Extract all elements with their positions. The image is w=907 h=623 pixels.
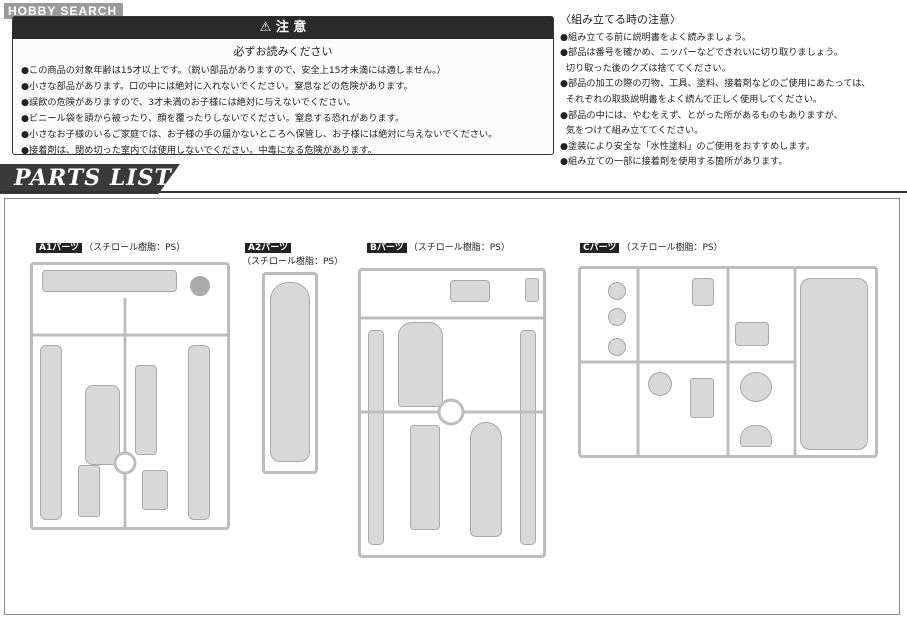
warning-title: ⚠ 注 意 xyxy=(13,17,553,39)
warning-subtitle: 必ずお読みください xyxy=(233,45,333,58)
warning-item: ●接着剤は、閉め切った室内では使用しないでください。中毒になる危険があります。 xyxy=(21,145,377,156)
note-item: それぞれの取扱説明書をよく読んで正しく使用してください。 xyxy=(565,93,823,105)
note-item: ●部品は番号を確かめ、ニッパーなどできれいに切り取りましょう。 xyxy=(560,47,843,59)
note-item: ●組み立てる前に説明書をよく読みましょう。 xyxy=(560,31,752,43)
warning-item: ●小さなお子様のいるご家庭では、お子様の手の届かないところへ保管し、お子様には絶… xyxy=(21,129,498,140)
sprue-a1-part xyxy=(188,345,210,520)
sprue-b-part xyxy=(398,322,443,407)
assembly-notes: 〈組み立てる時の注意〉 ●組み立てる前に説明書をよく読みましょう。 ●部品は番号… xyxy=(560,12,900,170)
warning-list: ●この商品の対象年齢は15才以上です。（鋭い部品がありますので、安全上15才未満… xyxy=(21,63,497,159)
parts-list-title: PARTS LIST xyxy=(14,165,172,191)
note-item: ●組み立ての一部に接着剤を使用する箇所があります。 xyxy=(560,156,788,168)
sprue-b-part xyxy=(525,278,539,302)
sprue-b-part xyxy=(520,330,536,545)
sprue-c-part xyxy=(740,425,772,447)
hobby-search-logo: HOBBY SEARCH xyxy=(4,3,124,19)
divider xyxy=(0,191,907,193)
warning-item: ●小さな部品があります。口の中には絶対に入れないでください。窒息などの危険があり… xyxy=(21,81,413,92)
warning-item: ●ビニール袋を頭から被ったり、顔を覆ったりしないでください。窒息する恐れがありま… xyxy=(21,113,405,124)
sprue-c-part xyxy=(800,278,868,450)
sprue-b-part xyxy=(410,425,440,530)
sprue-a1-part xyxy=(40,345,62,520)
sprue-c-part xyxy=(608,282,626,300)
note-item: ●部品の加工の際の刃物、工具、塗料、接着剤などのご使用にあたっては、 xyxy=(560,78,871,90)
sprue-b-part xyxy=(450,280,490,302)
sprue-c-part xyxy=(608,338,626,356)
sprue-b-part xyxy=(470,422,502,537)
sprue-b-part xyxy=(368,330,384,545)
sprue-c-part xyxy=(690,378,714,418)
sprue-b-frame xyxy=(358,268,546,558)
sprue-c-part xyxy=(735,322,769,346)
sprue-a1-part xyxy=(135,365,157,455)
sprue-c-part xyxy=(608,308,626,326)
sprue-a1-part xyxy=(42,270,177,292)
sprue-b-label: Bパーツ（スチロール樹脂：PS） xyxy=(367,240,510,253)
warning-item: ●誤飲の危険がありますので、3才未満のお子様には絶対に与えないでください。 xyxy=(21,97,356,108)
note-item: 切り取った後のクズは捨ててください。 xyxy=(565,62,731,74)
warning-item: ●この商品の対象年齢は15才以上です。（鋭い部品がありますので、安全上15才未満… xyxy=(21,65,446,76)
sprue-a2-material: （スチロール樹脂：PS） xyxy=(242,257,344,267)
sprue-a2-part xyxy=(270,282,310,462)
warning-box: ⚠ 注 意 必ずお読みください ●この商品の対象年齢は15才以上です。（鋭い部品… xyxy=(12,16,554,156)
sprue-a1-part xyxy=(85,385,120,465)
parts-list-banner xyxy=(0,164,180,194)
note-item: ●塗装により安全な「水性塗料」のご使用をおすすめします。 xyxy=(560,140,815,152)
warning-triangle-icon: ⚠ xyxy=(259,20,276,35)
sprue-c-part xyxy=(648,372,672,396)
sprue-c-part xyxy=(740,372,772,402)
sprue-a1-part xyxy=(78,465,100,517)
sprue-a1-part xyxy=(142,470,168,510)
assembly-notes-title: 〈組み立てる時の注意〉 xyxy=(560,13,681,26)
note-item: 気をつけて組み立ててください。 xyxy=(565,125,704,137)
note-item: ●部品の中には、やむをえず、とがった所があるものもありますが、 xyxy=(560,109,843,121)
sprue-a2-label: A2パーツ xyxy=(245,240,293,253)
sprue-a1-part xyxy=(190,276,210,296)
sprue-c-label: Cパーツ（スチロール樹脂：PS） xyxy=(580,240,723,253)
sprue-a1-label: A1パーツ（スチロール樹脂：PS） xyxy=(36,240,185,253)
sprue-c-part xyxy=(692,278,714,306)
